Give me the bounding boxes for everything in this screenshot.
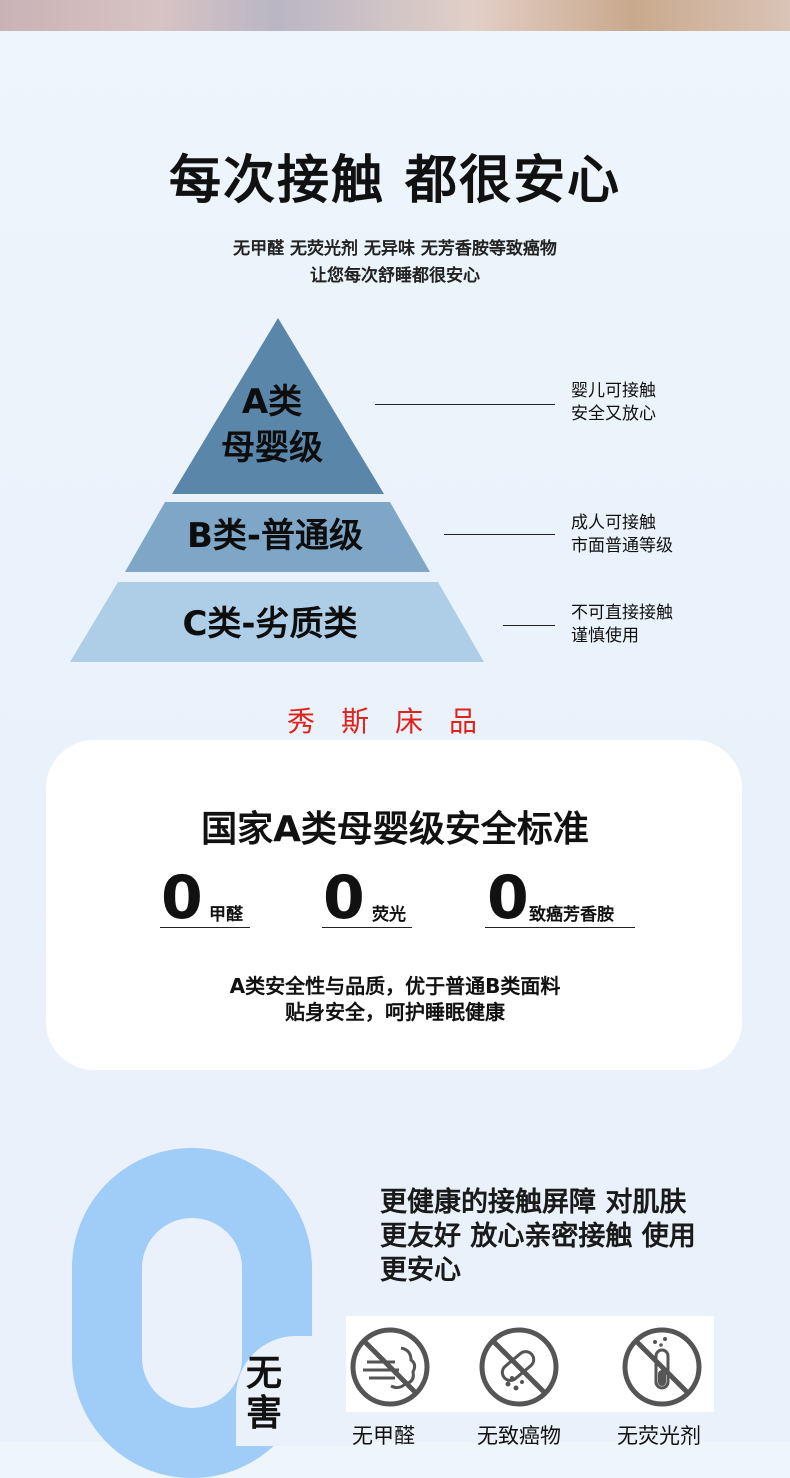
stat-label-formaldehyde: 甲醛	[209, 905, 243, 925]
stat-value-carcinogen: 0	[487, 863, 529, 933]
no-fluorescent-icon	[622, 1327, 702, 1407]
harmless-paragraph: 更健康的接触屏障 对肌肤更友好 放心亲密接触 使用更安心	[380, 1187, 696, 1286]
icon-label-no-formaldehyde: 无甲醛	[352, 1424, 415, 1448]
pyramid-top-label-2: 母婴级	[221, 428, 323, 468]
pyramid-bottom-tier	[70, 582, 484, 662]
stat-label-fluorescent: 荧光	[372, 905, 406, 925]
stat-underline-2	[322, 927, 412, 928]
pyramid-top-tier	[172, 318, 384, 494]
standard-card-desc-1: A类安全性与品质，优于普通B类面料	[229, 974, 561, 998]
icon-panel	[346, 1316, 714, 1412]
pyramid-middle-tier	[125, 502, 430, 572]
stat-value-fluorescent: 0	[323, 863, 365, 933]
pyramid-leader-line-3	[503, 625, 555, 626]
pyramid-note-b: 成人可接触 市面普通等级	[571, 513, 673, 556]
page-title: 每次接触 都很安心	[168, 151, 622, 211]
pyramid-top-label-1: A类	[241, 382, 303, 422]
standard-card-desc-2: 贴身安全，呵护睡眠健康	[285, 1000, 505, 1024]
stat-value-formaldehyde: 0	[161, 863, 203, 933]
quality-pyramid	[70, 318, 484, 662]
pyramid-note-a: 婴儿可接触 安全又放心	[571, 381, 656, 424]
subtitle-line-1: 无甲醛 无荧光剂 无异味 无芳香胺等致癌物	[233, 239, 557, 259]
stat-underline-3	[485, 927, 635, 928]
icon-label-no-carcinogen: 无致癌物	[477, 1424, 561, 1448]
no-carcinogen-icon	[479, 1327, 559, 1407]
big-zero-cutout	[236, 1336, 356, 1446]
brand-name: 秀斯床品	[286, 705, 503, 738]
harmless-label: 无害	[245, 1353, 282, 1434]
stat-underline-1	[160, 927, 250, 928]
icon-label-no-fluorescent: 无荧光剂	[617, 1424, 701, 1448]
no-formaldehyde-icon	[350, 1327, 430, 1407]
stat-label-carcinogen: 致癌芳香胺	[529, 905, 614, 925]
top-photo-strip	[0, 0, 790, 31]
pyramid-leader-line-1	[375, 404, 555, 405]
pyramid-bottom-label: C类-劣质类	[182, 604, 358, 644]
standard-card	[46, 740, 742, 1070]
pyramid-note-c: 不可直接接触 谨慎使用	[571, 603, 673, 646]
subtitle-line-2: 让您每次舒睡都很安心	[310, 266, 480, 286]
standard-card-title: 国家A类母婴级安全标准	[201, 809, 589, 850]
pyramid-leader-line-2	[444, 534, 555, 535]
pyramid-middle-label: B类-普通级	[186, 516, 364, 556]
